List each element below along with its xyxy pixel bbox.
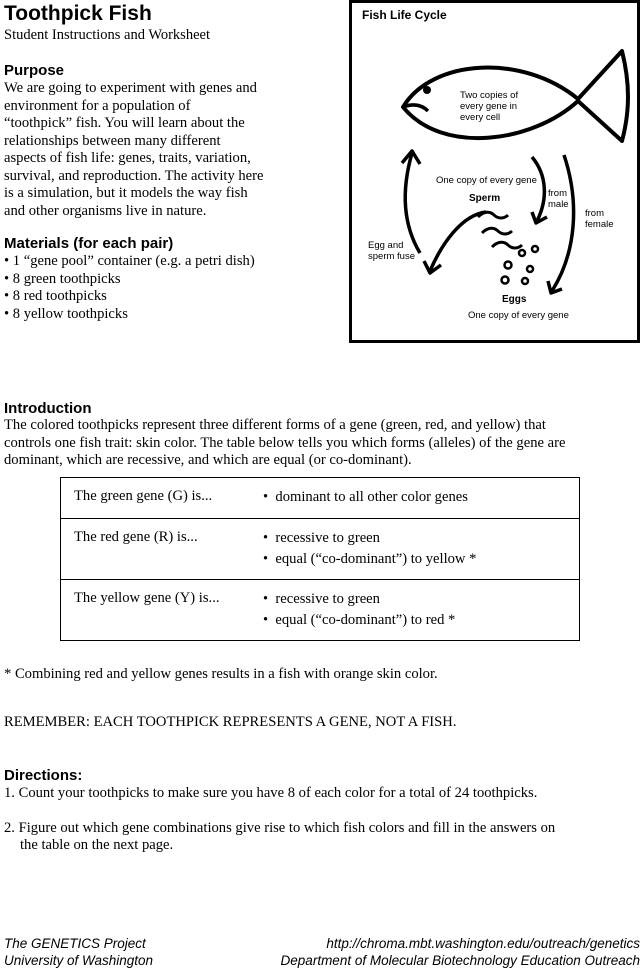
eggs-label: Eggs bbox=[502, 294, 527, 305]
arrow-from-male-icon bbox=[530, 155, 547, 222]
table-row: The yellow gene (Y) is... recessive to g… bbox=[61, 580, 579, 642]
directions-heading: Directions: bbox=[4, 767, 83, 784]
from-male-label: from male bbox=[548, 188, 569, 210]
list-item: 8 red toothpicks bbox=[4, 288, 349, 306]
purpose-line: aspects of fish life: genes, traits, var… bbox=[4, 150, 251, 166]
table-row: The red gene (R) is... recessive to gree… bbox=[61, 519, 579, 580]
one-copy-top-label: One copy of every gene bbox=[436, 175, 537, 186]
fish-eye-icon bbox=[423, 86, 431, 94]
purpose-line: is a simulation, but it models the way f… bbox=[4, 185, 248, 201]
direction-step-2-cont: the table on the next page. bbox=[20, 837, 174, 853]
sperm-label: Sperm bbox=[469, 193, 501, 204]
list-item: 8 green toothpicks bbox=[4, 271, 349, 289]
two-copies-label: Two copies of every gene in every cell bbox=[460, 90, 519, 123]
introduction-heading: Introduction bbox=[4, 400, 92, 417]
diagram-title: Fish Life Cycle bbox=[362, 8, 447, 22]
materials-heading: Materials (for each pair) bbox=[4, 235, 174, 252]
purpose-text: We are going to experiment with genes an… bbox=[4, 80, 349, 220]
purpose-heading: Purpose bbox=[4, 62, 65, 79]
materials-list: 1 “gene pool” container (e.g. a petri di… bbox=[4, 253, 349, 323]
egg-sperm-fuse-label: Egg and sperm fuse bbox=[368, 240, 415, 262]
remember-note: REMEMBER: EACH TOOTHPICK REPRESENTS A GE… bbox=[4, 714, 457, 730]
fish-outline-icon bbox=[401, 49, 630, 143]
footer-link[interactable]: http://chroma.mbt.washington.edu/outreac… bbox=[326, 936, 640, 951]
one-copy-bottom-label: One copy of every gene bbox=[468, 310, 569, 321]
footer-right: http://chroma.mbt.washington.edu/outreac… bbox=[280, 936, 640, 968]
arrow-down-left-icon bbox=[428, 210, 487, 272]
table-row: The green gene (G) is... dominant to all… bbox=[61, 478, 579, 519]
direction-step-2: 2. Figure out which gene combinations gi… bbox=[4, 820, 556, 836]
purpose-line: We are going to experiment with genes an… bbox=[4, 80, 257, 96]
fish-mouth-icon bbox=[402, 103, 430, 113]
list-item: 8 yellow toothpicks bbox=[4, 306, 349, 324]
footer-left: The GENETICS Project University of Washi… bbox=[4, 936, 154, 968]
page-subtitle: Student Instructions and Worksheet bbox=[4, 27, 210, 43]
gene-dominance-table: The green gene (G) is... dominant to all… bbox=[60, 477, 580, 641]
fish-life-cycle-diagram: Fish Life Cycle Two copies bbox=[349, 0, 640, 343]
purpose-line: environment for a population of bbox=[4, 97, 191, 114]
direction-step-1: 1. Count your toothpicks to make sure yo… bbox=[4, 785, 538, 801]
purpose-line: and other organisms live in nature. bbox=[4, 202, 207, 219]
orange-note: * Combining red and yellow genes results… bbox=[4, 666, 438, 682]
introduction-text: The colored toothpicks represent three d… bbox=[4, 417, 566, 468]
egg-icon bbox=[500, 244, 540, 286]
sperm-icon bbox=[476, 210, 524, 250]
arrow-up-left-icon bbox=[403, 152, 422, 254]
purpose-line: “toothpick” fish. You will learn about t… bbox=[4, 115, 245, 131]
from-female-label: from female bbox=[585, 208, 614, 230]
arrow-from-female-icon bbox=[550, 154, 576, 292]
page-title: Toothpick Fish bbox=[4, 2, 152, 25]
purpose-line: survival, and reproduction. The activity… bbox=[4, 167, 264, 184]
list-item: 1 “gene pool” container (e.g. a petri di… bbox=[4, 253, 349, 271]
life-cycle-drawing bbox=[400, 49, 630, 295]
purpose-line: relationships between many different bbox=[4, 132, 221, 149]
